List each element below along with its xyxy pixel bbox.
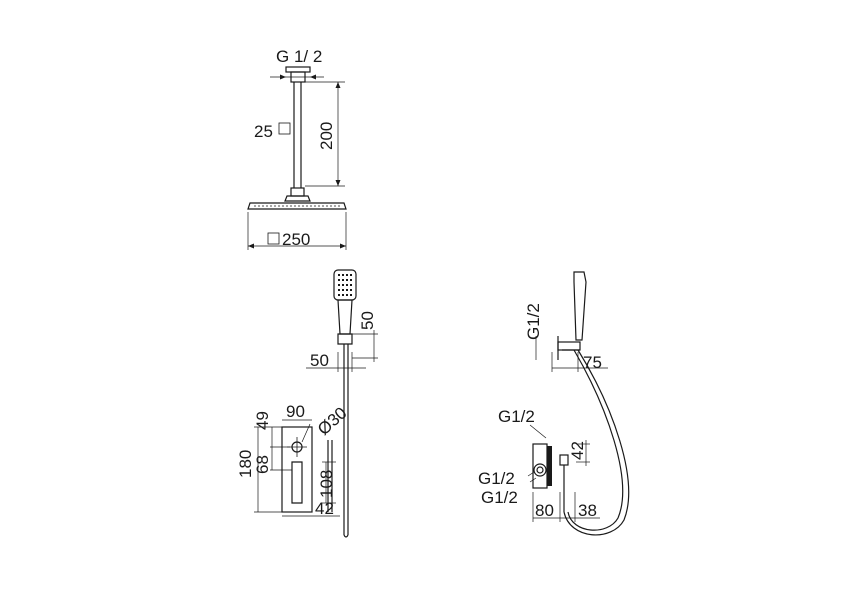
top-thread-label: G1/2 [524,303,543,340]
spray-holes [338,274,352,296]
box-top-label: 49 [253,411,272,430]
hand-height-label: 50 [358,311,377,330]
front-view: 50 50 49 90 Ø30 180 68 108 42 [236,269,378,538]
low-thread-label-1: G1/2 [478,469,515,488]
arm-length-label: 200 [317,122,336,150]
body-width-label: 80 [535,501,554,520]
mid-height-label: 68 [253,455,272,474]
box-width-label: 90 [286,402,305,421]
offset-label: 42 [568,441,587,460]
low-thread-label-2: G1/2 [481,488,518,507]
mid-thread-label: G1/2 [498,407,535,426]
shower-head-view: G 1/ 2 25 200 250 [247,47,347,250]
knob-diameter-label: Ø30 [314,403,351,439]
arm-size-label: 25 [254,122,273,141]
outlet-length-label: 75 [583,353,602,372]
box-height-label: 180 [236,450,255,478]
depth-label: 42 [315,499,334,518]
hand-width-label: 50 [310,351,329,370]
outlet-width-label: 38 [578,501,597,520]
thread-label: G 1/ 2 [276,47,322,66]
side-view: G1/2 75 G1/2 42 G1/2 G1/2 80 38 [478,271,630,536]
head-size-label: 250 [282,230,310,249]
lever-height-label: 108 [317,470,336,498]
